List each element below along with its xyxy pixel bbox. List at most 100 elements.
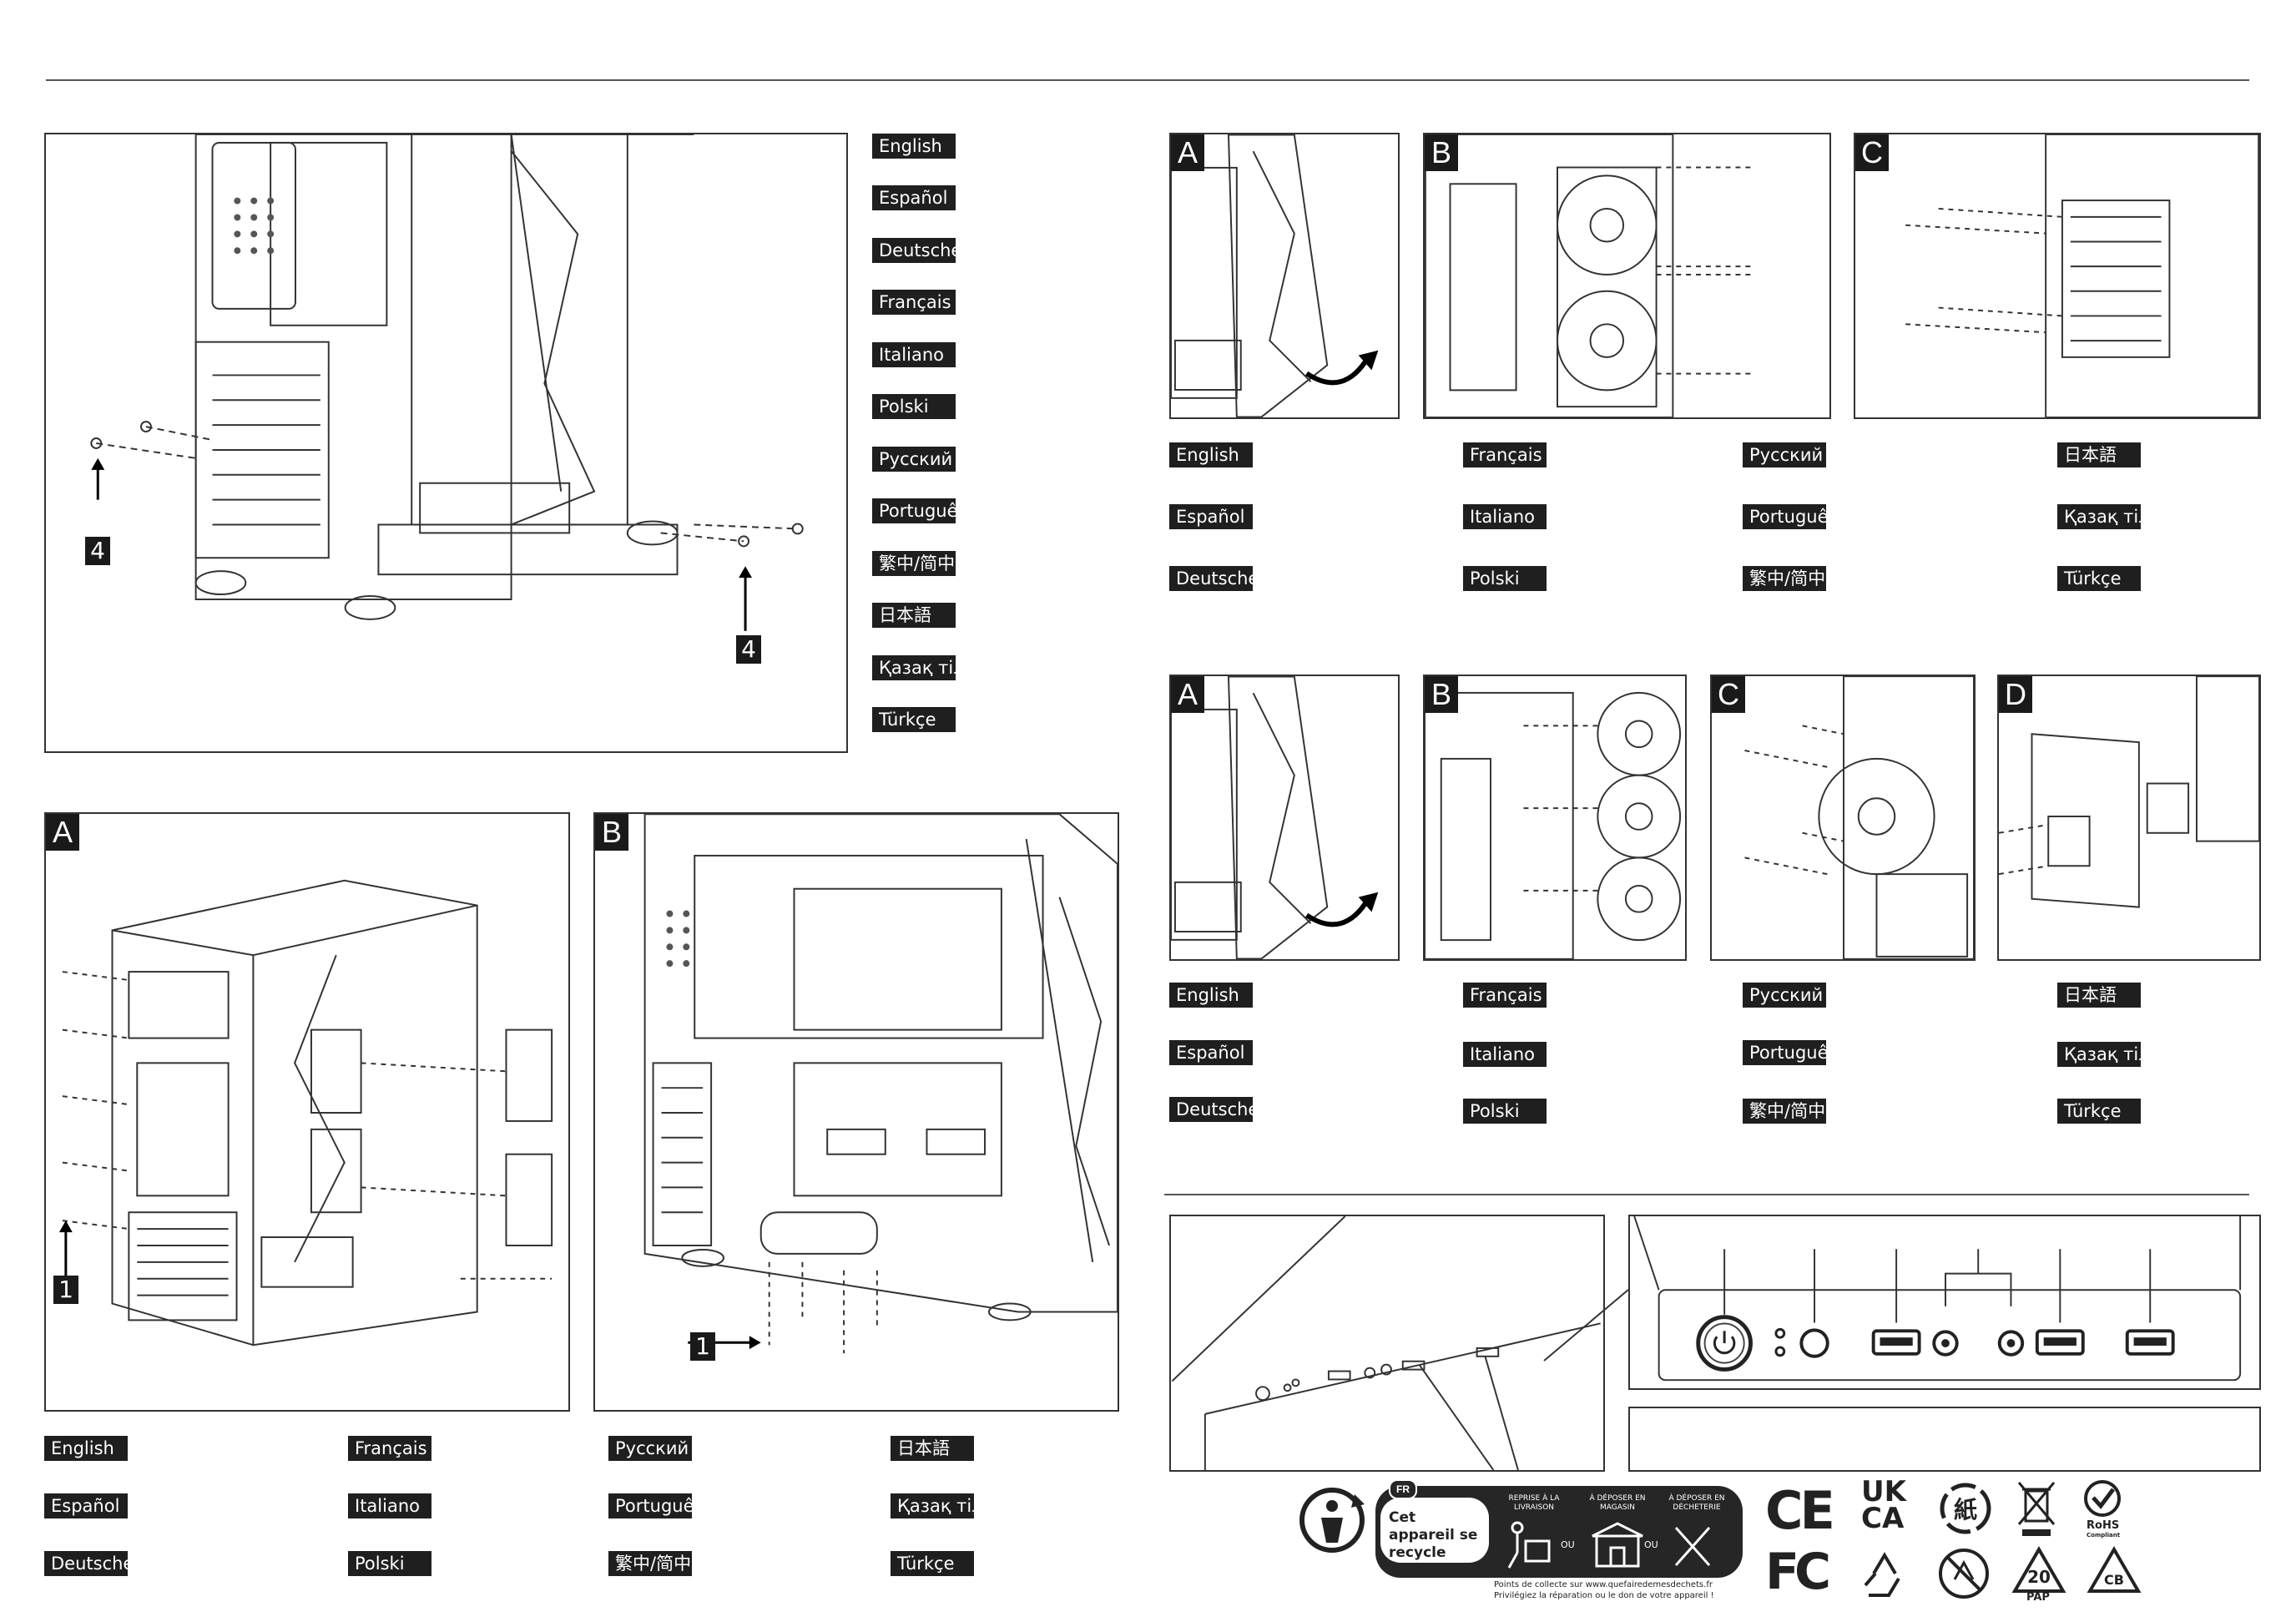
rohs-sublabel: Compliant [2087, 1532, 2121, 1539]
power-button-icon [1696, 1315, 1753, 1372]
lang-italiano: Italiano [1463, 504, 1547, 529]
panel-letter: B [595, 814, 628, 851]
lang-russian: Русский [872, 447, 956, 472]
led-indicator-icon [1774, 1327, 1786, 1339]
lang-kazakh: Қазақ тілі [891, 1493, 988, 1518]
lang-francais: Français [1463, 442, 1547, 467]
three-fans-illustration [1425, 691, 1682, 959]
lang-francais: Français [872, 290, 956, 315]
recycling-footer-2: Privilégiez la réparation ou le don de v… [1494, 1591, 1714, 1600]
cb-label: CB [2104, 1572, 2124, 1588]
recycling-footer-1: Points de collecte sur www.quefairedemes… [1494, 1580, 1713, 1589]
panel-letter: C [1855, 134, 1889, 171]
lang-polski: Polski [348, 1551, 431, 1576]
panel-letter: D [1999, 676, 2032, 713]
rear-fan-illustration [1744, 676, 1974, 959]
lang-polski: Polski [1463, 1099, 1547, 1124]
led-indicator-icon [1774, 1346, 1786, 1357]
reset-button-icon [1799, 1328, 1829, 1358]
paper-glyph: 紙 [1954, 1496, 1977, 1523]
recycling-option-2: À DÉPOSER EN MAGASIN [1589, 1494, 1646, 1512]
audio-jack-icon [1932, 1330, 1959, 1357]
lang-deutsche: Deutsche [1169, 566, 1259, 591]
lang-espanol: Español [872, 185, 956, 210]
io-section-rule [1164, 1194, 2249, 1195]
lang-espanol: Español [44, 1493, 128, 1518]
usb-port-icon [2125, 1329, 2175, 1356]
lang-chinese: 繁中/简中 [1743, 566, 1826, 591]
io-callout-lines [1543, 1289, 1629, 1362]
lang-russian: Русский [1743, 983, 1826, 1008]
recycling-or-2: OU [1644, 1539, 1658, 1550]
panel-letter: A [46, 814, 79, 851]
front-io-detail-illustration [1633, 1216, 2242, 1382]
case-rear-illustration [90, 134, 804, 631]
lang-english: English [1169, 983, 1253, 1008]
lang-chinese: 繁中/简中 [608, 1551, 692, 1576]
lang-chinese: 繁中/简中 [872, 551, 956, 576]
front-io-detail-panel [1628, 1215, 2261, 1390]
recycle-arrows-icon [1864, 1552, 1900, 1597]
case-interior-illustration [643, 814, 1118, 1354]
top-rule [46, 79, 2249, 81]
panel-d-dust-filter: D [1997, 675, 2261, 961]
recycling-title-box: Cet appareil se recycle [1380, 1498, 1489, 1563]
no-recycle-icon [1939, 1549, 1989, 1599]
lang-portugues: Português [1743, 504, 1837, 529]
pap-number: 20 [2027, 1567, 2051, 1587]
lang-francais: Français [1463, 983, 1547, 1008]
usb-port-icon [1871, 1329, 1921, 1356]
lang-portugues: Português [608, 1493, 703, 1518]
panel-a-glass-removal: A [1169, 133, 1400, 419]
pap-20-icon: 20 [2011, 1546, 2066, 1593]
lang-deutsche: Deutsche [44, 1551, 134, 1576]
step-number-b: 1 [690, 1332, 715, 1361]
panel-b-front-radiator: B [1423, 133, 1831, 419]
lang-japanese: 日本語 [872, 603, 956, 628]
panel-a-drive-install: A 1 [44, 812, 570, 1412]
top-radiator-illustration [1905, 134, 2259, 417]
lang-turkish: Türkçe [872, 707, 956, 732]
lang-turkish: Türkçe [2057, 1099, 2141, 1124]
lang-francais: Français [348, 1436, 431, 1461]
panel-letter: B [1425, 134, 1458, 171]
fr-badge: FR [1389, 1479, 1417, 1499]
recycling-title: Cet appareil se recycle [1389, 1509, 1478, 1561]
recycling-pictograms [1507, 1521, 1711, 1569]
lang-turkish: Türkçe [891, 1551, 974, 1576]
panel-b-bottom-drive: B [593, 812, 1119, 1412]
triman-recycle-icon [1299, 1488, 1365, 1553]
step-number-a: 1 [53, 1276, 78, 1304]
rohs-check-icon [2084, 1480, 2121, 1517]
panel-letter: C [1712, 676, 1745, 713]
panel-a-glass-removal-2: A [1169, 675, 1400, 961]
glass-panel-illustration [1171, 134, 1379, 417]
cb-recycle-icon: CB [2087, 1546, 2142, 1593]
lang-italiano: Italiano [348, 1493, 431, 1518]
ce-mark: CE [1765, 1480, 1835, 1541]
lang-deutsche: Deutsche [1169, 1097, 1259, 1122]
lang-russian: Русский [608, 1436, 692, 1461]
panel-letter: A [1171, 134, 1204, 171]
step-number-left: 4 [85, 537, 110, 565]
panel-letter: A [1171, 676, 1204, 713]
lang-japanese: 日本語 [2057, 983, 2141, 1008]
dust-filter-illustration [1999, 676, 2259, 908]
lang-english: English [44, 1436, 128, 1461]
panel-c-rear-fan: C [1710, 675, 1976, 961]
usb-port-icon [2035, 1329, 2085, 1356]
front-fans-illustration [1425, 134, 1756, 417]
lang-russian: Русский [1743, 442, 1826, 467]
lang-polski: Polski [1463, 566, 1547, 591]
lang-kazakh: Қазақ тілі [872, 655, 970, 680]
case-rear-view-panel: 4 4 [44, 133, 848, 753]
lang-espanol: Español [1169, 504, 1253, 529]
glass-panel-illustration [1171, 676, 1379, 959]
lang-italiano: Italiano [872, 342, 956, 367]
lang-portugues: Português [1743, 1040, 1837, 1065]
front-io-illustration [1171, 1216, 1601, 1470]
rohs-label: RoHS [2087, 1519, 2120, 1532]
lang-portugues: Português [872, 498, 966, 523]
panel-b-front-fans: B [1423, 675, 1687, 961]
paper-recycle-icon: 紙 [1940, 1483, 1991, 1534]
